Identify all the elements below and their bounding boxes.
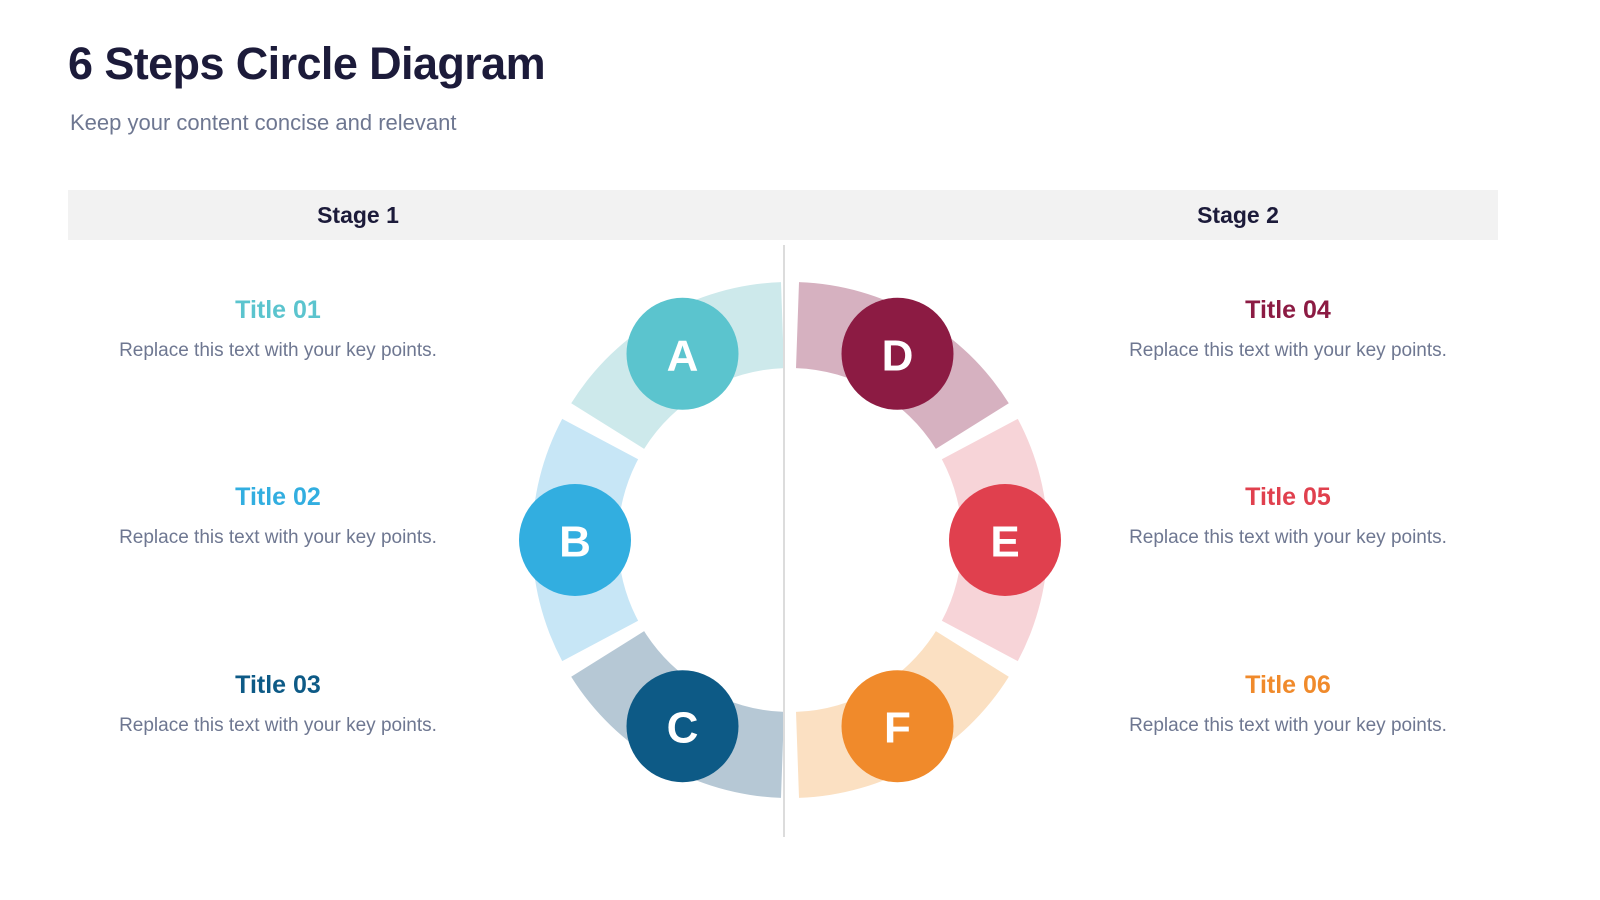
page-title: 6 Steps Circle Diagram (68, 38, 546, 89)
step-text-06: Title 06 Replace this text with your key… (1118, 671, 1458, 740)
stage-header-band: Stage 1 Stage 2 (68, 190, 1498, 240)
step-body-02: Replace this text with your key points. (119, 526, 437, 548)
step-node-letter-a: A (667, 331, 699, 380)
step-node-letter-f: F (884, 704, 911, 753)
circle-diagram: A B C D E F (490, 240, 1090, 840)
step-title-02: Title 02 (235, 483, 321, 511)
step-node-d[interactable] (841, 297, 954, 410)
step-node-f[interactable] (841, 670, 954, 783)
step-node-letter-b: B (559, 518, 591, 567)
step-node-c[interactable] (626, 670, 739, 783)
step-body-05: Replace this text with your key points. (1129, 526, 1447, 548)
step-title-05: Title 05 (1245, 483, 1331, 511)
step-title-04: Title 04 (1245, 296, 1331, 324)
step-body-04: Replace this text with your key points. (1129, 339, 1447, 361)
step-node-letter-e: E (990, 518, 1019, 567)
step-node-a[interactable] (626, 297, 739, 410)
page-subtitle: Keep your content concise and relevant (70, 110, 457, 135)
stage-label-1: Stage 1 (317, 202, 399, 228)
step-node-e[interactable] (949, 484, 1061, 596)
step-node-b[interactable] (519, 484, 631, 596)
step-body-01: Replace this text with your key points. (119, 339, 437, 361)
step-body-03: Replace this text with your key points. (119, 714, 437, 736)
step-title-06: Title 06 (1245, 671, 1331, 699)
step-title-03: Title 03 (235, 671, 321, 699)
step-body-06: Replace this text with your key points. (1129, 714, 1447, 736)
stage-divider-line (783, 245, 785, 837)
step-text-05: Title 05 Replace this text with your key… (1118, 483, 1458, 552)
step-node-letter-c: C (667, 704, 699, 753)
stage-label-2: Stage 2 (1197, 202, 1279, 228)
step-text-04: Title 04 Replace this text with your key… (1118, 296, 1458, 365)
step-text-01: Title 01 Replace this text with your key… (108, 296, 448, 365)
step-text-02: Title 02 Replace this text with your key… (108, 483, 448, 552)
step-title-01: Title 01 (235, 296, 321, 324)
step-node-group: A B C D E F (519, 297, 1061, 783)
step-node-letter-d: D (882, 331, 914, 380)
donut-svg: A B C D E F (519, 282, 1061, 798)
step-text-03: Title 03 Replace this text with your key… (108, 671, 448, 740)
